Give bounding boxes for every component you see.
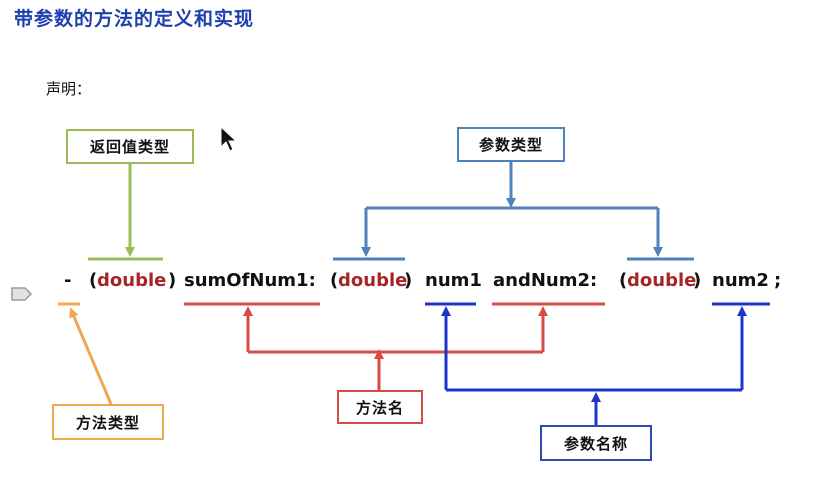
method-type-minus: - — [64, 270, 72, 291]
method-name-segment-2: andNum2: — [493, 270, 598, 291]
method-name-box: 方法名 — [337, 390, 423, 424]
param-name-2: num2 — [712, 270, 769, 291]
slide-marker-icon — [11, 287, 33, 301]
return-type-keyword: double — [97, 270, 167, 291]
paren-close-3: ) — [693, 270, 702, 291]
slide-title: 带参数的方法的定义和实现 — [14, 8, 255, 30]
method-type-box: 方法类型 — [52, 404, 164, 440]
paren-open-3: ( — [619, 270, 628, 291]
statement-terminator: ; — [774, 270, 782, 291]
paren-open-2: ( — [330, 270, 339, 291]
param-type-connector — [333, 162, 694, 261]
param-type-box: 参数类型 — [457, 127, 565, 162]
param-name-connector — [425, 302, 770, 425]
param-type-keyword-2: double — [627, 270, 697, 291]
param-name-1: num1 — [425, 270, 482, 291]
method-type-connector — [58, 302, 113, 405]
method-name-connector — [184, 302, 605, 390]
mouse-pointer-icon — [220, 126, 238, 152]
return-type-connector — [88, 164, 163, 261]
param-name-box: 参数名称 — [540, 425, 652, 461]
param-type-keyword-1: double — [338, 270, 408, 291]
method-name-segment-1: sumOfNum1: — [184, 270, 316, 291]
return-type-box: 返回值类型 — [66, 129, 194, 164]
paren-open-1: ( — [89, 270, 98, 291]
paren-close-2: ) — [404, 270, 413, 291]
declaration-label: 声明： — [46, 80, 92, 98]
paren-close-1: ) — [168, 270, 177, 291]
